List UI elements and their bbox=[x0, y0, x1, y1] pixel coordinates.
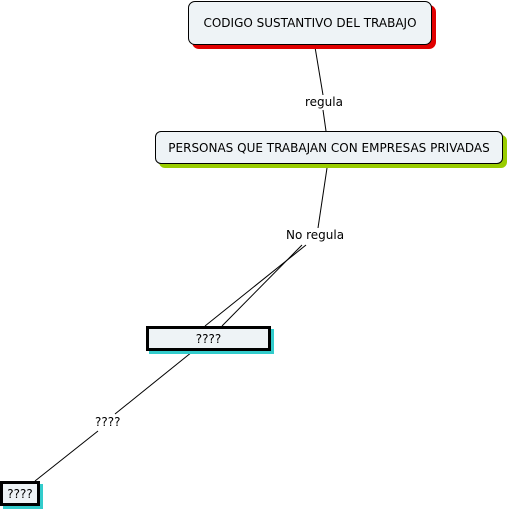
node-unknown-1[interactable]: ???? bbox=[146, 326, 271, 351]
node-unknown-2[interactable]: ???? bbox=[0, 481, 40, 506]
link-label-regula: regula bbox=[304, 95, 344, 109]
line-noregula-to-q1-b bbox=[221, 244, 303, 327]
line-regula-to-personas bbox=[322, 109, 327, 132]
link-label-unknown: ???? bbox=[94, 415, 122, 429]
node-personas-empresas-privadas[interactable]: PERSONAS QUE TRABAJAN CON EMPRESAS PRIVA… bbox=[155, 131, 503, 164]
node-codigo-sustantivo[interactable]: CODIGO SUSTANTIVO DEL TRABAJO bbox=[188, 1, 432, 45]
link-label-no-regula: No regula bbox=[285, 228, 346, 242]
node-unknown-2-label: ???? bbox=[7, 486, 33, 501]
line-noregula-to-q1-a bbox=[204, 244, 307, 327]
line-q1-to-q-label bbox=[114, 351, 193, 415]
line-personas-to-noregula bbox=[317, 167, 328, 229]
line-q-label-to-q2 bbox=[34, 430, 99, 482]
node-unknown-1-label: ???? bbox=[195, 331, 222, 346]
node-codigo-sustantivo-label: CODIGO SUSTANTIVO DEL TRABAJO bbox=[203, 16, 417, 30]
node-personas-label: PERSONAS QUE TRABAJAN CON EMPRESAS PRIVA… bbox=[168, 140, 490, 155]
line-root-to-regula bbox=[314, 46, 324, 96]
